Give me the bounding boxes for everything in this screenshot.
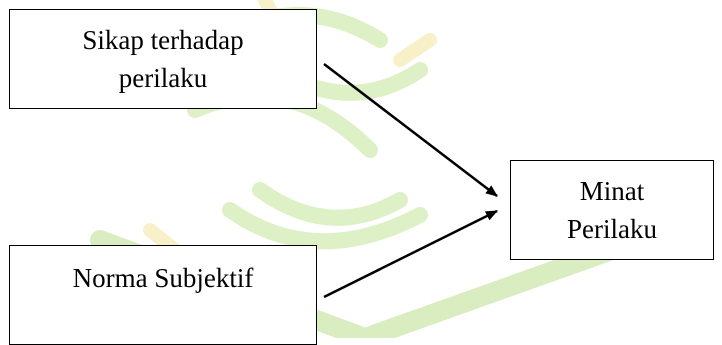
node-norma-subjektif: Norma Subjektif — [9, 245, 317, 345]
node-sikap-line1: Sikap terhadap — [82, 25, 244, 55]
node-minat-perilaku: Minat Perilaku — [510, 160, 714, 260]
node-sikap-terhadap-perilaku: Sikap terhadap perilaku — [9, 9, 317, 109]
node-minat-line2: Perilaku — [567, 214, 657, 244]
arrow-norma-to-minat — [323, 209, 498, 299]
node-sikap-line2: perilaku — [118, 63, 208, 93]
arrow-sikap-to-minat — [323, 63, 498, 197]
node-minat-line1: Minat — [579, 176, 645, 206]
node-norma-label: Norma Subjektif — [72, 263, 254, 293]
